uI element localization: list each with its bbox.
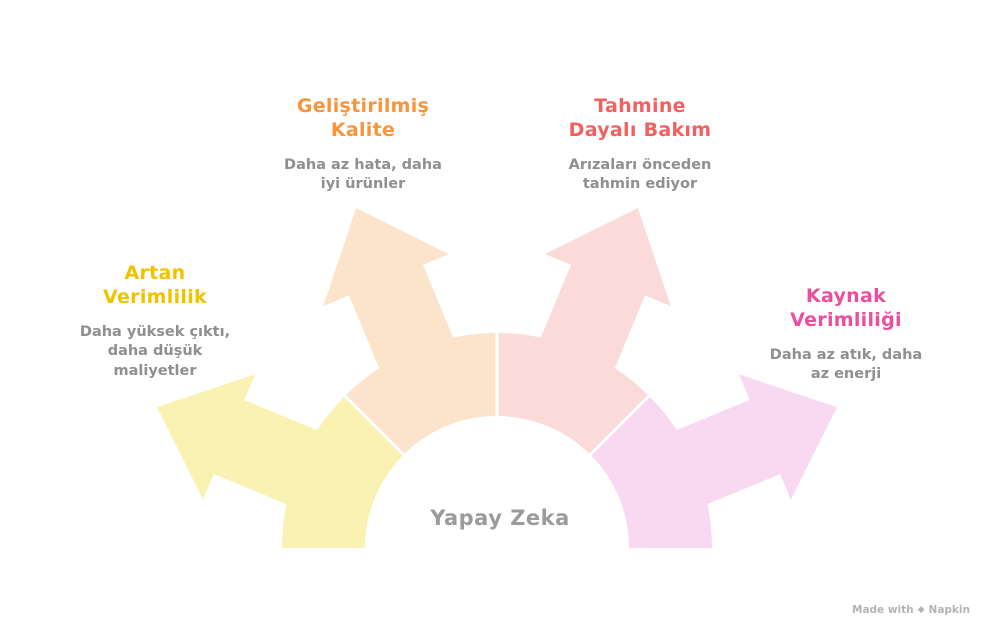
section-description: Daha yüksek çıktı, daha düşük maliyetler: [79, 323, 231, 379]
diagram-center-label: Yapay Zeka: [430, 506, 570, 530]
section-description: Daha az hata, daha iyi ürünler: [284, 156, 442, 193]
arrow-artan-verimlilik: [157, 374, 337, 513]
section-label-gelistirilmis-kalite: Geliştirilmiş Kalite Daha az hata, daha …: [248, 95, 478, 195]
segment-gelistirilmis-kalite: [344, 333, 497, 455]
arrow-gelistirilmis-kalite: [323, 208, 462, 388]
segment-kaynak-verimliligi: [590, 395, 712, 548]
section-label-tahmine-dayali-bakim: Tahmine Dayalı Bakım Arızaları önceden t…: [525, 95, 755, 195]
arrow-tahmine-dayali-bakim: [532, 208, 671, 388]
section-description: Arızaları önceden tahmin ediyor: [568, 156, 712, 193]
napkin-logo-icon: ◆: [917, 604, 925, 615]
segment-divider: [584, 389, 656, 461]
section-label-artan-verimlilik: Artan Verimlilik Daha yüksek çıktı, daha…: [40, 262, 270, 381]
made-with-text: Made with: [852, 604, 914, 616]
napkin-brand-text: Napkin: [928, 604, 970, 616]
section-label-kaynak-verimliligi: Kaynak Verimliliği Daha az atık, daha az…: [731, 285, 961, 385]
section-title: Geliştirilmiş Kalite: [296, 95, 430, 141]
segment-divider: [338, 389, 410, 461]
made-with-napkin-credit: Made with ◆ Napkin: [852, 604, 970, 616]
arrow-kaynak-verimliligi: [657, 374, 837, 513]
segment-artan-verimlilik: [282, 395, 404, 548]
section-title: Tahmine Dayalı Bakım: [568, 95, 712, 141]
section-title: Kaynak Verimliliği: [790, 285, 902, 331]
segment-tahmine-dayali-bakim: [497, 333, 650, 455]
section-title: Artan Verimlilik: [103, 262, 207, 308]
section-description: Daha az atık, daha az enerji: [769, 346, 923, 383]
